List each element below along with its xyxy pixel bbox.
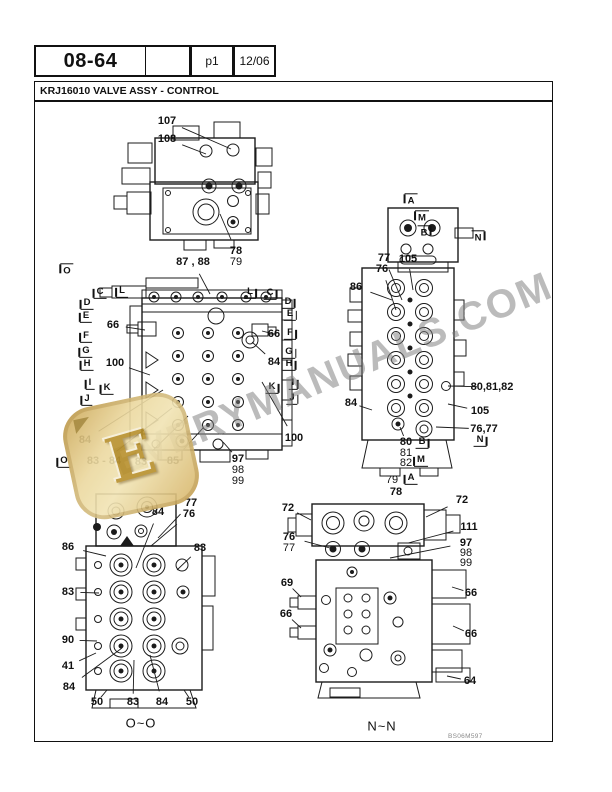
- section-label-oo: O~O: [125, 715, 157, 731]
- page-number-cell: 08-64: [34, 45, 147, 77]
- date-cell: 12/06: [233, 45, 276, 77]
- section-label-nn: N~N: [367, 718, 397, 734]
- header-empty-cell: [146, 45, 191, 77]
- revision: p1: [205, 54, 219, 68]
- revision-cell: p1: [190, 45, 234, 77]
- diagram-frame: [34, 102, 553, 742]
- page-title: KRJ16010 VALVE ASSY - CONTROL: [40, 85, 219, 97]
- title-bar: KRJ16010 VALVE ASSY - CONTROL: [34, 81, 553, 102]
- date: 12/06: [239, 54, 270, 68]
- page-number: 08-64: [63, 49, 118, 72]
- doc-code: BS06M597: [448, 733, 483, 740]
